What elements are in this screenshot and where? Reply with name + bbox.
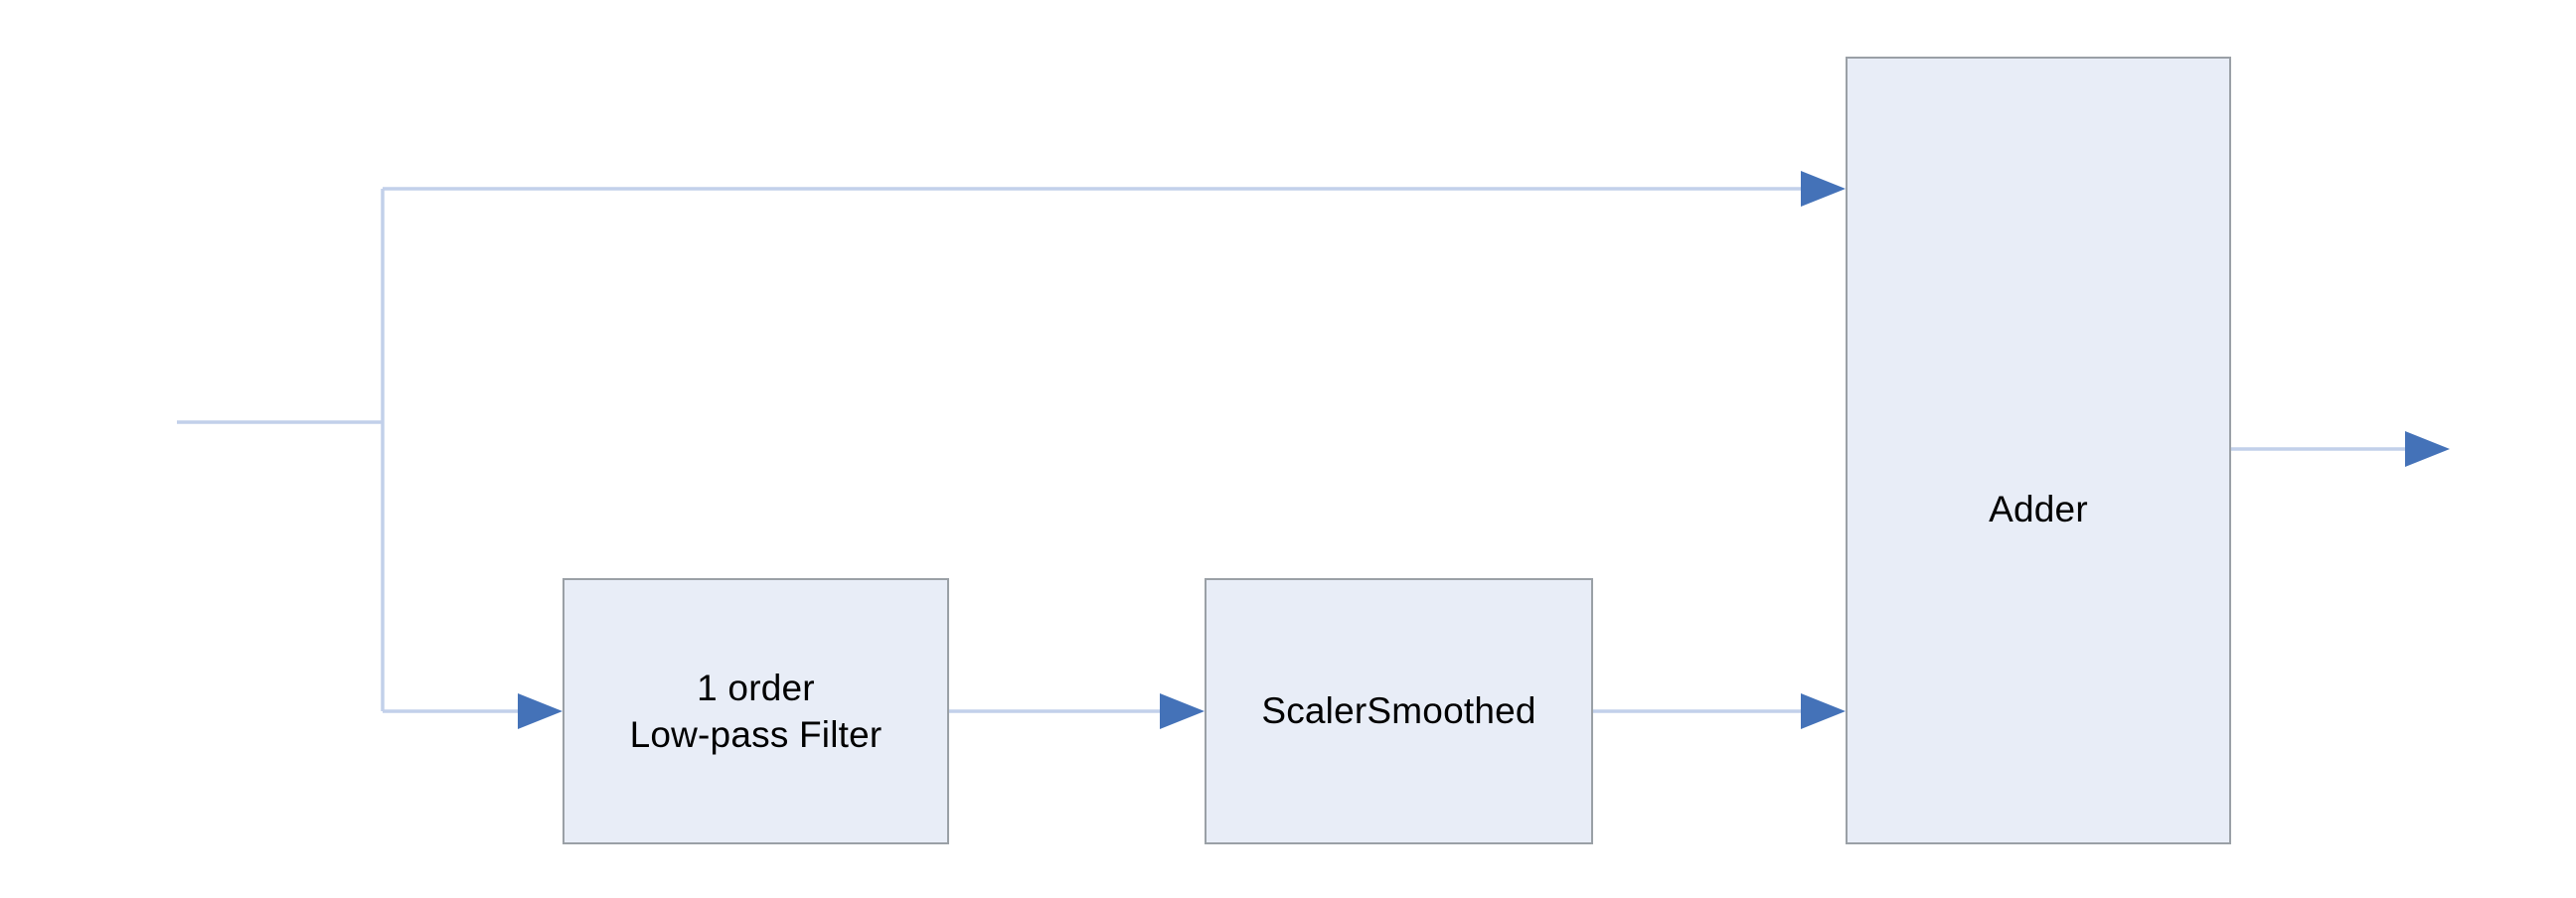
node-lowpass-filter-label: 1 order Low-pass Filter: [629, 667, 883, 755]
arrow-head-scaler: [1160, 693, 1205, 729]
node-adder-label: Adder: [1989, 489, 2088, 529]
arrow-head-output: [2405, 431, 2450, 467]
arrow-head-lowpass: [518, 693, 563, 729]
node-lowpass-filter[interactable]: 1 order Low-pass Filter: [563, 578, 949, 844]
arrow-head-adder-bottom: [1801, 693, 1846, 729]
node-scaler-smoothed[interactable]: ScalerSmoothed: [1205, 578, 1593, 844]
node-adder[interactable]: Adder: [1846, 57, 2231, 844]
arrow-head-adder-top: [1801, 171, 1846, 207]
node-scaler-smoothed-label: ScalerSmoothed: [1261, 690, 1536, 732]
